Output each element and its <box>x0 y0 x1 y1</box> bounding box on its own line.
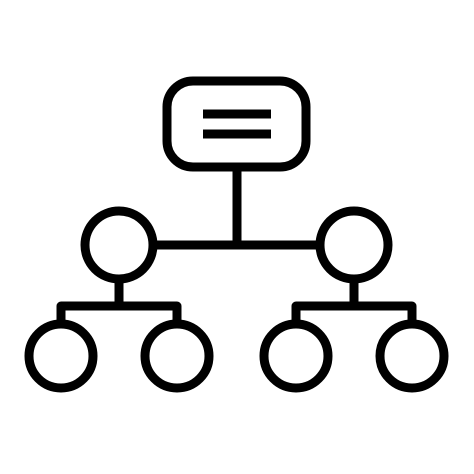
level-3-node-4 <box>375 319 449 393</box>
level-3-node-1 <box>24 319 98 393</box>
level-2-node-right <box>315 206 393 284</box>
level-3-node-3 <box>259 319 333 393</box>
level-3-node-2 <box>140 319 214 393</box>
level-2-node-left <box>80 206 158 284</box>
right-branch-bar <box>291 301 417 328</box>
root-node <box>162 76 311 172</box>
left-branch-bar <box>56 301 182 328</box>
